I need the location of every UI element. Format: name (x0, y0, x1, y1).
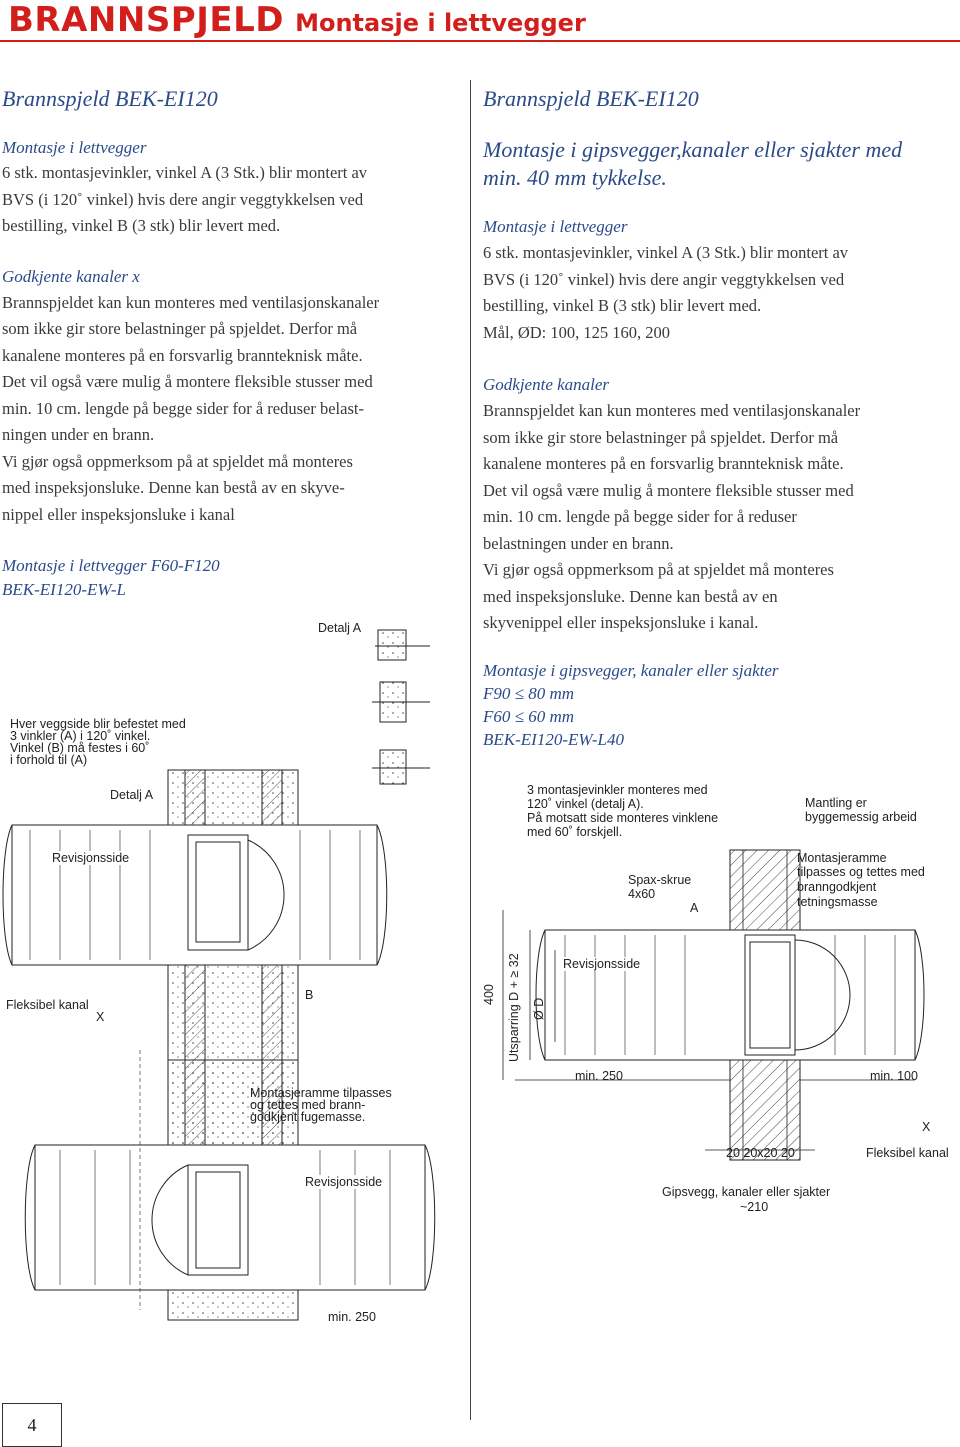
left-montasjeramme-line: Montasjeramme tilpasses (250, 1086, 392, 1100)
page-number: 4 (2, 1403, 62, 1447)
right-column: Brannspjeld BEK-EI120 Montasje i gipsveg… (483, 86, 953, 751)
left-fleksibel-kanal: Fleksibel kanal (6, 998, 89, 1012)
right-spax-line: Spax-skrue (628, 873, 692, 887)
right-section1-line: BVS (i 120˚ vinkel) hvis dere angir vegg… (483, 269, 845, 289)
right-min-250: min. 250 (575, 1069, 623, 1083)
page-title: BRANNSPJELD Montasje i lettvegger (8, 0, 586, 40)
left-section2-line: Brannspjeldet kan kun monteres med venti… (2, 292, 380, 312)
right-dim-400: 400 (482, 984, 496, 1005)
right-note-line: 3 montasjevinkler monteres med (527, 783, 708, 797)
left-section1-heading: Montasje i lettvegger (2, 138, 147, 157)
left-section2-line: Det vil også være mulig å montere fleksi… (2, 372, 373, 391)
right-mantling-line: byggemessig arbeid (805, 810, 917, 824)
right-montasjeramme-line: Montasjeramme (797, 851, 887, 865)
left-section2-line: min. 10 cm. lengde på begge sider for å … (2, 398, 364, 418)
left-section3-heading: Montasje i lettvegger F60-F120 (2, 556, 220, 575)
right-note-line: med 60˚ forskjell. (527, 825, 623, 839)
left-detail-a-top: Detalj A (318, 621, 362, 635)
right-section2-line: som ikke gir store belastninger på spjel… (483, 427, 839, 447)
right-utsparring: Utsparring D + ≥ 32 (507, 953, 521, 1062)
title-sub: Montasje i lettvegger (295, 9, 586, 37)
left-section2-line: som ikke gir store belastninger på spjel… (2, 319, 358, 338)
left-detail-a: Detalj A (110, 788, 154, 802)
right-section2-line: med inspeksjonsluke. Denne kan bestå av … (483, 586, 778, 606)
right-montasjeramme-line: tilpasses og tettes med (797, 865, 925, 879)
right-section1-heading: Montasje i lettvegger (483, 217, 628, 236)
left-section2-line: nippel eller inspeksjonsluke i kanal (2, 504, 235, 524)
title-main: BRANNSPJELD (8, 0, 284, 40)
right-section2-line: Det vil også være mulig å montere fleksi… (483, 480, 854, 500)
left-section2-line: kanalene monteres på en forsvarlig brann… (2, 345, 363, 365)
title-rule (0, 40, 960, 42)
detail-a-parts (372, 629, 430, 785)
left-note-line: i forhold til (A) (10, 753, 88, 767)
right-gipsvegg-line: ~210 (740, 1200, 769, 1214)
left-x-mark: X (96, 1010, 105, 1024)
left-note-line: Vinkel (B) må festes i 60˚ (10, 741, 150, 755)
left-heading: Brannspjeld BEK-EI120 (2, 86, 218, 111)
right-montasjeramme-line: branngodkjent (797, 880, 877, 894)
left-section2-line: ningen under en brann. (2, 425, 155, 444)
right-heading: Brannspjeld BEK-EI120 (483, 86, 699, 111)
column-divider (470, 80, 471, 1420)
right-installation-diagram (502, 849, 925, 1161)
left-section2-heading: Godkjente kanaler x (2, 266, 140, 286)
right-section3-heading: Montasje i gipsvegger, kanaler eller sja… (483, 660, 779, 680)
right-section2-line: Brannspjeldet kan kun monteres med venti… (483, 401, 861, 420)
right-dims-bottom: 20 20x20 20 (726, 1146, 795, 1160)
left-section1-line: BVS (i 120˚ vinkel) hvis dere angir vegg… (2, 189, 364, 209)
right-section3-heading: F60 ≤ 60 mm (483, 706, 575, 726)
right-fleksibel-kanal: Fleksibel kanal (866, 1146, 949, 1160)
right-revisjonsside: Revisjonsside (563, 957, 641, 971)
left-section2-line: med inspeksjonsluke. Denne kan bestå av … (2, 478, 345, 497)
right-x-mark: X (922, 1120, 931, 1134)
left-note-line: 3 vinkler (A) i 120˚ vinkel. (10, 729, 151, 743)
right-gipsvegg-line: Gipsvegg, kanaler eller sjakter (662, 1185, 831, 1199)
right-section3-heading: F90 ≤ 80 mm (483, 683, 575, 703)
right-note-line: På motsatt side monteres vinklene (527, 811, 719, 825)
right-big-heading: Montasje i gipsvegger,kanaler eller sjak… (483, 137, 903, 162)
left-column: Brannspjeld BEK-EI120 Montasje i lettveg… (2, 86, 462, 602)
right-min-100: min. 100 (870, 1069, 918, 1083)
right-section2-line: kanalene monteres på en forsvarlig brann… (483, 454, 844, 473)
left-montasjeramme-line: godkjent fugemasse. (250, 1110, 366, 1124)
right-big-heading: min. 40 mm tykkelse. (483, 165, 667, 190)
right-od: Ø D (532, 997, 546, 1020)
right-section2-heading: Godkjente kanaler (483, 375, 610, 394)
right-section1-line: Mål, ØD: 100, 125 160, 200 (483, 322, 670, 342)
right-section1-line: 6 stk. montasjevinkler, vinkel A (3 Stk.… (483, 243, 849, 262)
left-montasjeramme-line: og tettes med brann- (250, 1098, 366, 1112)
left-revisjonsside-2: Revisjonsside (305, 1175, 383, 1189)
right-section2-line: belastningen under en brann. (483, 533, 674, 553)
right-section1-line: bestilling, vinkel B (3 stk) blir levert… (483, 296, 762, 315)
left-section1-line: 6 stk. montasjevinkler, vinkel A (3 Stk.… (2, 163, 368, 182)
left-installation-diagram (2, 629, 436, 1321)
left-min-250: min. 250 (328, 1310, 376, 1324)
left-section3-heading: BEK-EI120-EW-L (2, 580, 127, 599)
right-section2-line: min. 10 cm. lengde på begge sider for å … (483, 507, 797, 526)
right-note-line: 120˚ vinkel (detalj A). (527, 797, 644, 811)
left-b-mark: B (305, 988, 314, 1002)
left-revisjonsside-1: Revisjonsside (52, 851, 130, 865)
left-section2-line: Vi gjør også oppmerksom på at spjeldet m… (2, 451, 353, 471)
right-mantling-line: Mantling er (805, 796, 867, 810)
left-section1-line: bestilling, vinkel B (3 stk) blir levert… (2, 216, 281, 235)
right-a-mark: A (690, 901, 699, 915)
right-montasjeramme-line: tetningsmasse (797, 895, 878, 909)
right-spax-line: 4x60 (628, 887, 656, 901)
left-note-line: Hver veggside blir befestet med (10, 717, 186, 731)
right-section3-heading: BEK-EI120-EW-L40 (483, 729, 625, 749)
right-section2-line: Vi gjør også oppmerksom på at spjeldet m… (483, 560, 834, 579)
right-section2-line: skyvenippel eller inspeksjonsluke i kana… (483, 613, 759, 632)
